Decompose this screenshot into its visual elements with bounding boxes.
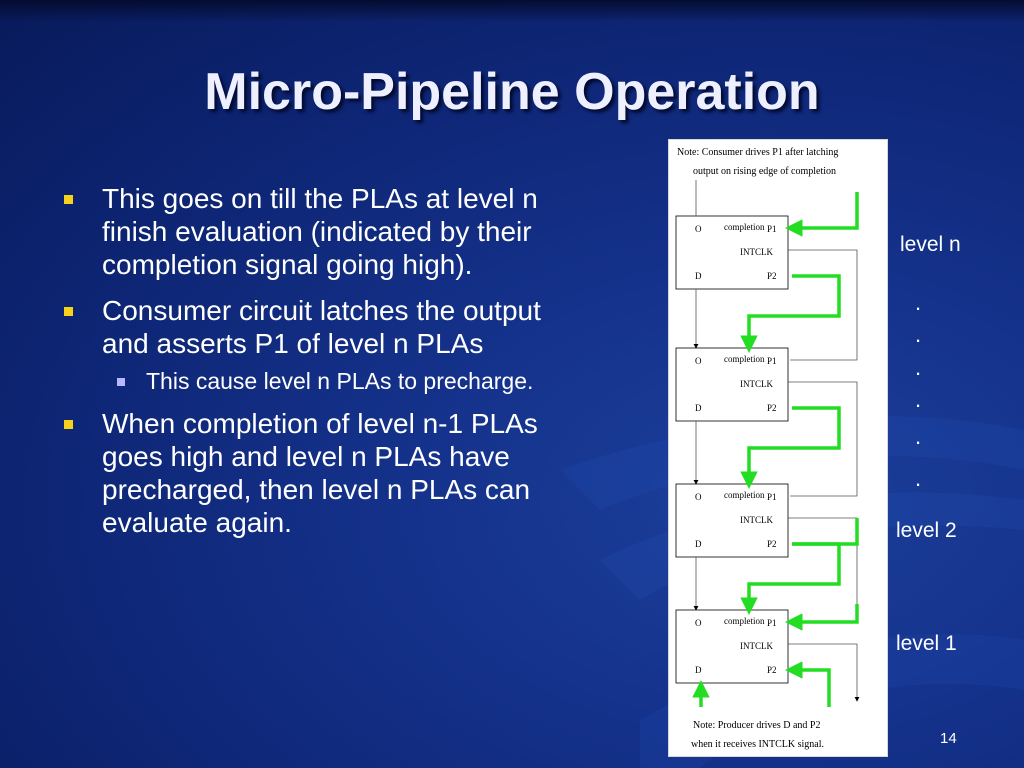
pla-label-o: O <box>695 618 702 628</box>
pla-label-completion: completion <box>724 616 765 626</box>
note-top-line1: Note: Consumer drives P1 after latching <box>677 147 838 158</box>
pla-label-intclk: INTCLK <box>740 515 773 525</box>
bullet-item: Consumer circuit latches the output and … <box>62 294 562 360</box>
pla-block <box>675 483 789 558</box>
ellipsis-dot: . <box>915 322 922 347</box>
pla-label-intclk: INTCLK <box>740 379 773 389</box>
handshake-arrow <box>740 274 841 353</box>
pla-label-o: O <box>695 492 702 502</box>
pla-label-p2: P2 <box>767 403 777 413</box>
bullet-marker <box>64 307 73 316</box>
bullet-marker <box>64 195 73 204</box>
label-level-2: level 2 <box>896 519 957 542</box>
pla-block <box>675 609 789 684</box>
pla-label-p1: P1 <box>767 492 777 502</box>
pipeline-diagram-svg: Note: Consumer drives P1 after latching … <box>675 147 860 750</box>
note-bottom-line2: when it receives INTCLK signal. <box>691 739 824 750</box>
return-arrow <box>792 518 859 546</box>
ellipsis-dot: . <box>915 355 922 380</box>
sub-bullet-text: This cause level n PLAs to precharge. <box>146 368 534 394</box>
sub-bullet-marker <box>117 378 125 386</box>
sub-bullet-item: This cause level n PLAs to precharge. <box>62 367 562 395</box>
ellipsis-dot: . <box>915 290 922 315</box>
pla-label-p1: P1 <box>767 224 777 234</box>
note-bottom-line1: Note: Producer drives D and P2 <box>693 720 820 731</box>
bullet-text: When completion of level n-1 PLAs goes h… <box>102 408 538 538</box>
pla-label-p2: P2 <box>767 539 777 549</box>
pla-label-p1: P1 <box>767 618 777 628</box>
bullet-text: This goes on till the PLAs at level n fi… <box>102 183 538 280</box>
pla-label-o: O <box>695 224 702 234</box>
pla-label-intclk: INTCLK <box>740 641 773 651</box>
pipeline-diagram: Note: Consumer drives P1 after latching … <box>668 139 888 757</box>
intclk-wire <box>788 381 858 497</box>
pla-label-p2: P2 <box>767 665 777 675</box>
bullet-marker <box>64 420 73 429</box>
producer-p2-arrow <box>785 661 831 707</box>
bullet-item: This goes on till the PLAs at level n fi… <box>62 182 562 281</box>
label-level-n: level n <box>900 233 961 256</box>
p1-arrow <box>785 192 859 237</box>
ellipsis-dot: . <box>915 387 922 412</box>
pla-label-d: D <box>695 539 702 549</box>
bullet-list: This goes on till the PLAs at level n fi… <box>62 182 562 552</box>
pla-label-d: D <box>695 271 702 281</box>
pla-label-p1: P1 <box>767 356 777 366</box>
bullet-item: When completion of level n-1 PLAs goes h… <box>62 407 562 539</box>
pla-block <box>675 215 789 290</box>
pla-block <box>675 347 789 422</box>
return-arrow <box>785 604 859 631</box>
top-band <box>0 0 1024 22</box>
pla-label-completion: completion <box>724 490 765 500</box>
ellipsis-dot: . <box>915 424 922 449</box>
slide-title: Micro-Pipeline Operation <box>204 63 820 121</box>
note-top-line2: output on rising edge of completion <box>693 166 836 177</box>
ellipsis-dot: . <box>915 466 922 491</box>
pla-label-d: D <box>695 665 702 675</box>
label-level-1: level 1 <box>896 632 957 655</box>
intclk-wire <box>788 249 858 361</box>
pla-label-o: O <box>695 356 702 366</box>
pla-label-completion: completion <box>724 354 765 364</box>
pla-label-intclk: INTCLK <box>740 247 773 257</box>
intclk-wire <box>788 517 858 623</box>
pla-label-completion: completion <box>724 222 765 232</box>
handshake-arrow <box>740 406 841 489</box>
intclk-wire <box>788 643 860 702</box>
bullet-text: Consumer circuit latches the output and … <box>102 295 541 359</box>
page-number: 14 <box>940 730 957 747</box>
pla-label-p2: P2 <box>767 271 777 281</box>
pla-label-d: D <box>695 403 702 413</box>
